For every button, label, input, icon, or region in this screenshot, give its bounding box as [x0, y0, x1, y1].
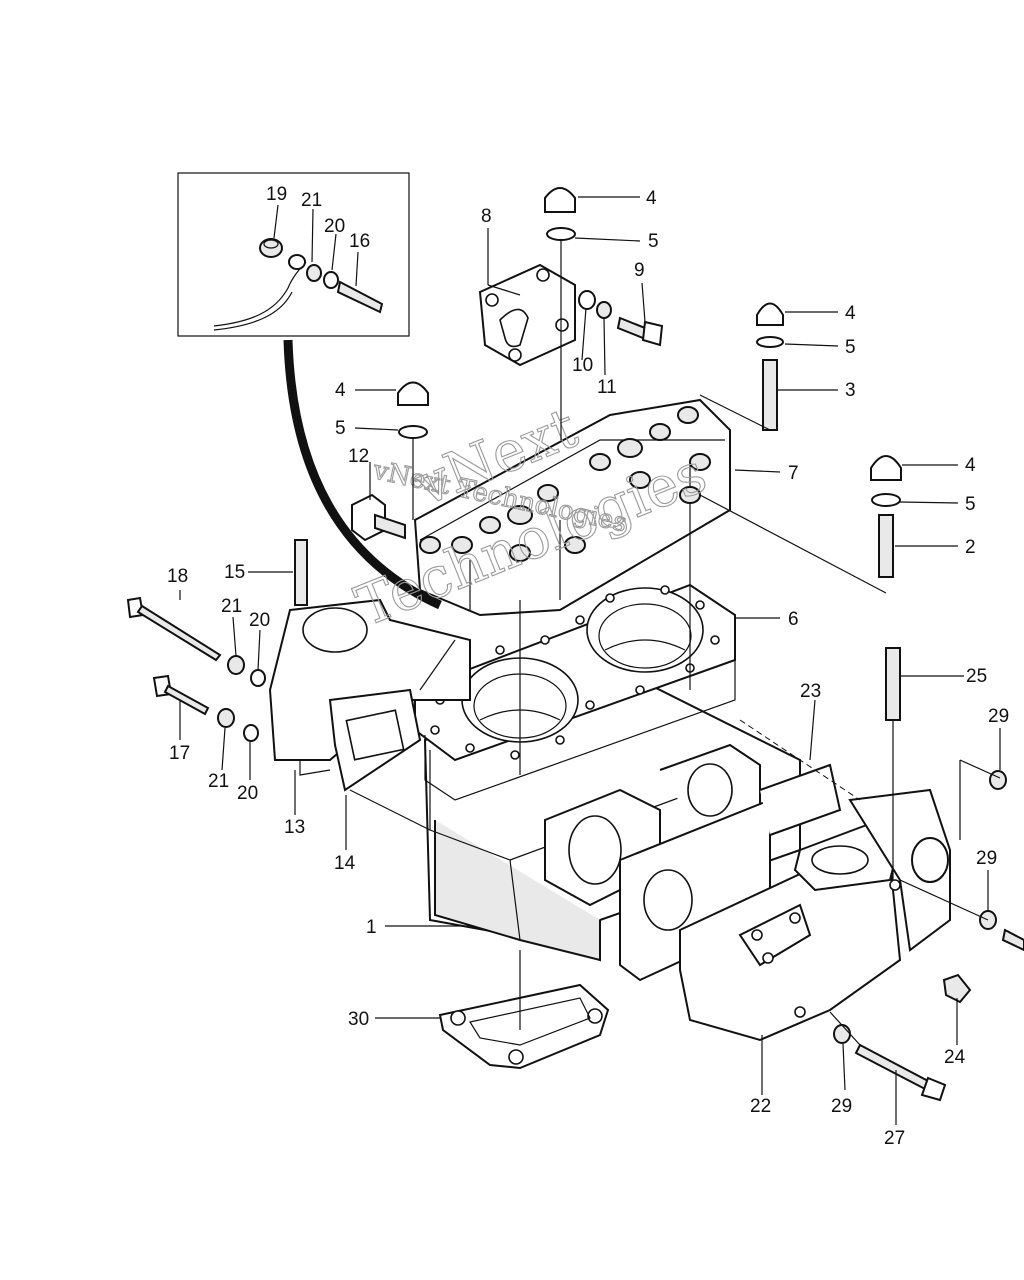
callout-5: 5 [335, 418, 346, 439]
callout-19: 19 [266, 184, 287, 205]
callout-6: 6 [788, 609, 799, 630]
callout-5: 5 [648, 231, 659, 252]
callout-1: 1 [366, 917, 377, 938]
callout-12: 12 [348, 446, 369, 467]
callout-20: 20 [324, 216, 345, 237]
callout-20: 20 [237, 783, 258, 804]
callout-8: 8 [481, 206, 492, 227]
base-gasket [438, 983, 610, 1070]
callout-29: 29 [976, 848, 997, 869]
callout-27: 27 [884, 1128, 905, 1149]
callout-5: 5 [965, 494, 976, 515]
callout-17: 17 [169, 743, 190, 764]
callout-5: 5 [845, 337, 856, 358]
callout-30: 30 [348, 1009, 369, 1030]
callout-4: 4 [965, 455, 976, 476]
callout-3: 3 [845, 380, 856, 401]
callout-29: 29 [988, 706, 1009, 727]
exhaust-manifold [268, 598, 471, 792]
callout-18: 18 [167, 566, 188, 587]
callout-4: 4 [335, 380, 346, 401]
callout-22: 22 [750, 1096, 771, 1117]
leader-lines [179, 196, 1001, 1125]
callout-21: 21 [301, 190, 322, 211]
callout-13: 13 [284, 817, 305, 838]
callout-2: 2 [965, 537, 976, 558]
callout-9: 9 [634, 260, 645, 281]
callout-14: 14 [334, 853, 356, 874]
assembly-lines [349, 240, 1001, 1046]
callout-21: 21 [208, 771, 229, 792]
callout-23: 23 [800, 681, 821, 702]
cylinder-head [413, 398, 731, 617]
cylinder-block [423, 678, 801, 962]
callout-25: 25 [966, 666, 987, 687]
callout-4: 4 [845, 303, 856, 324]
callout-4: 4 [646, 188, 657, 209]
callout-15: 15 [224, 562, 245, 583]
callout-10: 10 [572, 355, 593, 376]
inset-detail-box [177, 172, 442, 610]
callout-29: 29 [831, 1096, 852, 1117]
callout-11: 11 [597, 377, 617, 398]
callout-21: 21 [221, 596, 242, 617]
callout-24: 24 [944, 1047, 966, 1068]
callout-labels: 4 5 8 9 10 11 4 5 3 4 5 7 4 5 2 12 15 18… [167, 184, 1009, 1149]
callout-20: 20 [249, 610, 270, 631]
side-cover-assembly [619, 763, 951, 1042]
callout-16: 16 [349, 231, 370, 252]
callout-7: 7 [788, 463, 799, 484]
